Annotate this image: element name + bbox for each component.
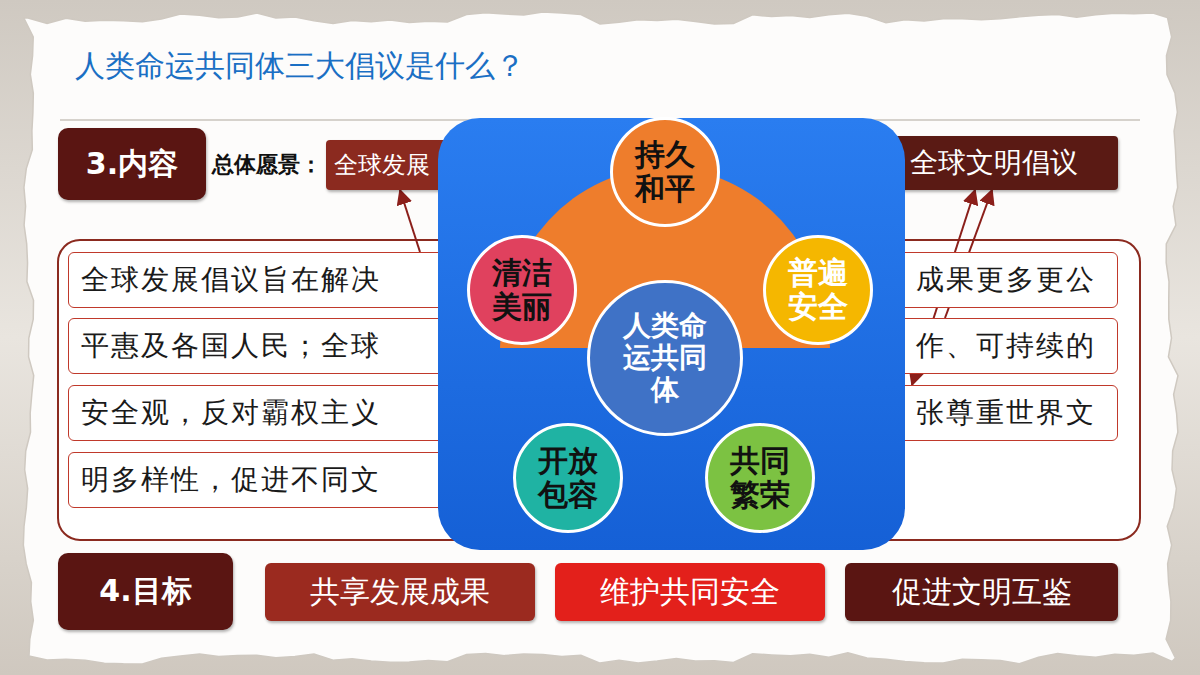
blue-panel <box>438 118 905 550</box>
center-circle: 人类命运共同体 <box>587 280 743 436</box>
node-label: 促进文明互鉴 <box>892 572 1072 613</box>
node-label: 共享发展成果 <box>310 572 490 613</box>
node-label: 普遍安全 <box>788 256 848 325</box>
node-label: 4.目标 <box>99 571 191 612</box>
value-circle: 持久和平 <box>610 117 720 227</box>
section-box: 4.目标 <box>58 553 233 630</box>
paper-sheet <box>23 12 1178 664</box>
value-circle: 普遍安全 <box>763 235 873 345</box>
initiative-box: 全球文明倡议 <box>870 136 1118 190</box>
value-circle: 开放包容 <box>513 423 623 533</box>
section-box: 3.内容 <box>58 128 206 200</box>
goal-box: 共享发展成果 <box>265 563 535 621</box>
text-row: 明多样性，促进不同文 <box>68 452 458 508</box>
paragraph-text: 明多样性，促进不同文 <box>81 461 381 499</box>
paragraph-text: 作、可持续的 <box>916 327 1096 365</box>
node-label: 全球文明倡议 <box>910 144 1078 182</box>
paragraph-text: 平惠及各国人民；全球 <box>81 327 381 365</box>
node-label: 人类命运共同体 <box>623 310 707 407</box>
slide-title: 人类命运共同体三大倡议是什么？ <box>75 46 525 87</box>
value-circle: 清洁美丽 <box>467 235 577 345</box>
torn-paper <box>23 12 1178 664</box>
node-label: 3.内容 <box>86 144 178 185</box>
connector-arrow <box>400 190 420 252</box>
goal-box: 维护共同安全 <box>555 563 825 621</box>
paragraph-text: 全球发展倡议旨在解决 <box>81 261 381 299</box>
node-label: 维护共同安全 <box>600 572 780 613</box>
paragraph-text: 成果更多更公 <box>916 261 1096 299</box>
node-label: 清洁美丽 <box>492 256 552 325</box>
vision-label: 总体愿景： <box>212 150 322 180</box>
node-label: 开放包容 <box>538 444 598 513</box>
goal-box: 促进文明互鉴 <box>845 563 1118 621</box>
paragraph-text: 安全观，反对霸权主义 <box>81 394 381 432</box>
paragraph-text: 张尊重世界文 <box>916 394 1096 432</box>
node-label: 全球发展 <box>334 149 430 181</box>
node-label: 持久和平 <box>635 138 695 207</box>
value-circle: 共同繁荣 <box>705 423 815 533</box>
node-label: 共同繁荣 <box>730 444 790 513</box>
